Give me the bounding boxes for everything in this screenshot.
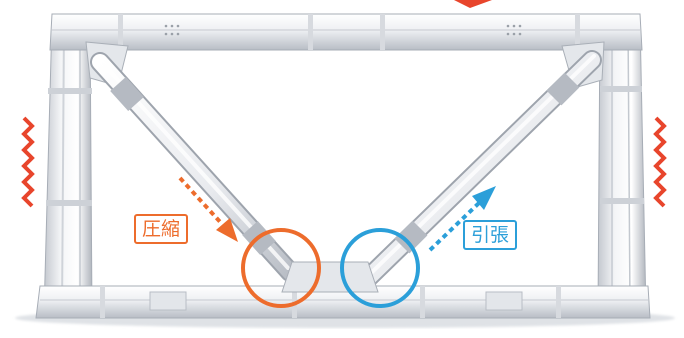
zigzag-arrow-icon [653, 116, 667, 208]
compression-label: 圧縮 [134, 214, 189, 244]
top-beam [49, 13, 643, 51]
zigzag-arrow-icon [21, 116, 35, 208]
gusset-plate-bottom [281, 261, 379, 293]
left-column [43, 19, 93, 315]
compression-highlight-circle [241, 228, 321, 308]
tension-highlight-circle [340, 228, 420, 308]
brace-compression [90, 52, 300, 282]
arrow-icon [454, 0, 492, 8]
compression-arrow-icon [178, 176, 238, 242]
tension-label: 引張 [463, 220, 518, 250]
right-column [597, 19, 647, 313]
tension-arrow-icon [428, 186, 496, 252]
